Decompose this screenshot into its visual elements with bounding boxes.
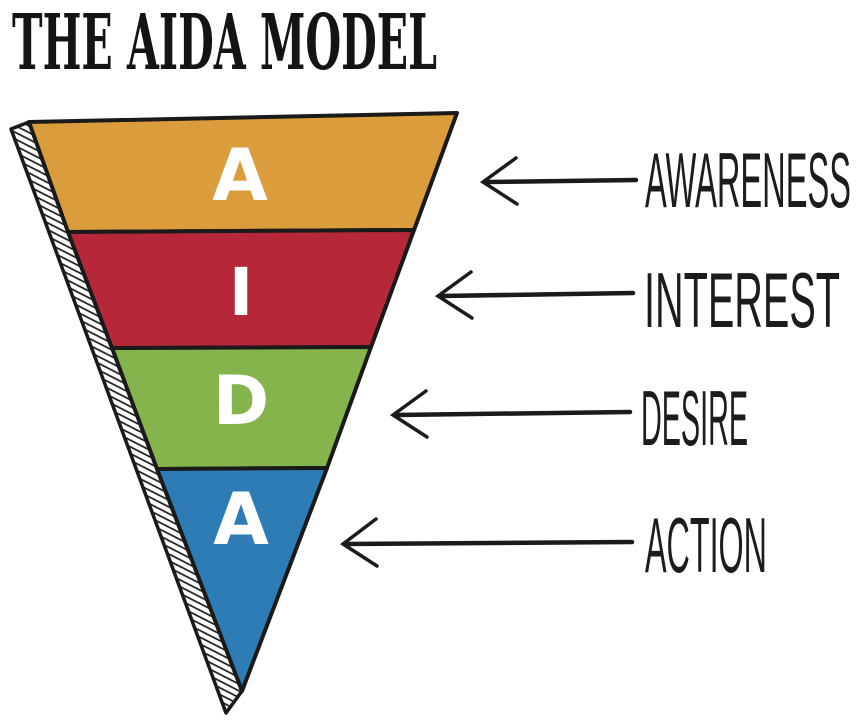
arrow-action	[339, 517, 635, 568]
stage-letter-interest: I	[229, 254, 254, 331]
arrow-desire	[389, 389, 633, 439]
arrow-interest	[434, 270, 636, 320]
label-interest: INTEREST	[644, 256, 840, 344]
funnel-stage-action	[155, 466, 329, 693]
page-title: THE AIDA MODEL	[12, 0, 437, 88]
label-action: ACTION	[645, 501, 767, 589]
stage-letter-awareness: A	[212, 133, 268, 217]
arrow-awareness	[479, 156, 639, 206]
stage-letter-action: A	[213, 477, 269, 561]
label-awareness: AWARENESS	[645, 136, 851, 224]
label-desire: DESIRE	[641, 374, 748, 462]
stage-letter-desire: D	[213, 362, 269, 441]
